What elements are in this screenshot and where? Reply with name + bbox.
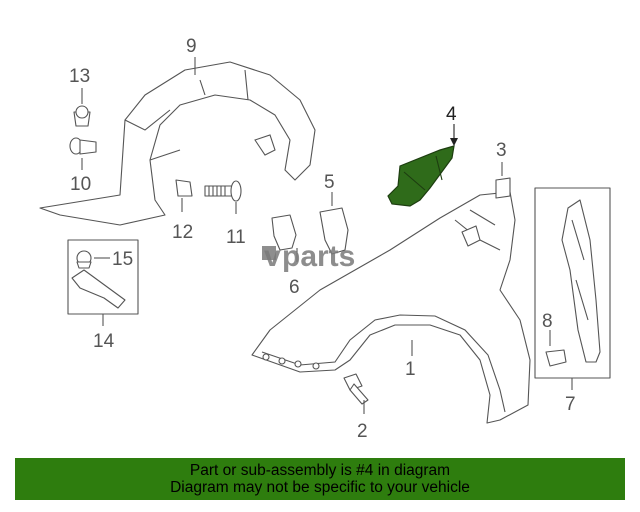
callout-15: 15 (112, 249, 133, 270)
part-10-clip[interactable] (69, 137, 97, 170)
part-4-highlighted-bracket[interactable] (387, 124, 458, 207)
part-6-bracket[interactable] (271, 214, 298, 262)
watermark-text: parts (282, 240, 355, 273)
callout-3: 3 (496, 140, 507, 161)
callout-6: 6 (289, 277, 300, 298)
part-12-clip[interactable] (175, 179, 193, 212)
part-7-box[interactable] (534, 187, 611, 390)
callout-4: 4 (446, 104, 457, 125)
exploded-parts-diagram: 9 13 10 12 11 15 14 5 (39, 36, 611, 442)
part-2-bolt[interactable] (343, 373, 369, 414)
callout-9: 9 (186, 36, 197, 57)
banner-line-2: Diagram may not be specific to your vehi… (170, 479, 470, 496)
part-14-box[interactable] (67, 239, 139, 326)
callout-1: 1 (405, 359, 416, 380)
callout-10: 10 (70, 174, 91, 195)
callout-14: 14 (93, 331, 115, 352)
info-banner: Part or sub-assembly is #4 in diagram Di… (15, 458, 625, 500)
watermark-logo: v parts (262, 240, 355, 273)
part-13-clip[interactable] (73, 88, 91, 127)
callout-7: 7 (565, 394, 576, 415)
fender-bracket-icon[interactable] (387, 145, 455, 207)
part-1-front-fender[interactable] (251, 191, 531, 424)
callout-12: 12 (172, 222, 193, 243)
banner-line-1: Part or sub-assembly is #4 in diagram (189, 462, 451, 479)
part-5-bracket[interactable] (319, 192, 349, 255)
part-9-fender-liner[interactable] (39, 57, 316, 226)
callout-2: 2 (357, 421, 368, 442)
callout-11: 11 (226, 227, 246, 248)
callout-5: 5 (324, 172, 335, 193)
callout-8: 8 (542, 311, 553, 332)
callout-13: 13 (69, 66, 90, 87)
watermark-prefix: v (264, 240, 281, 273)
part-3-clip[interactable] (495, 162, 511, 199)
part-11-bolt[interactable] (204, 180, 242, 214)
